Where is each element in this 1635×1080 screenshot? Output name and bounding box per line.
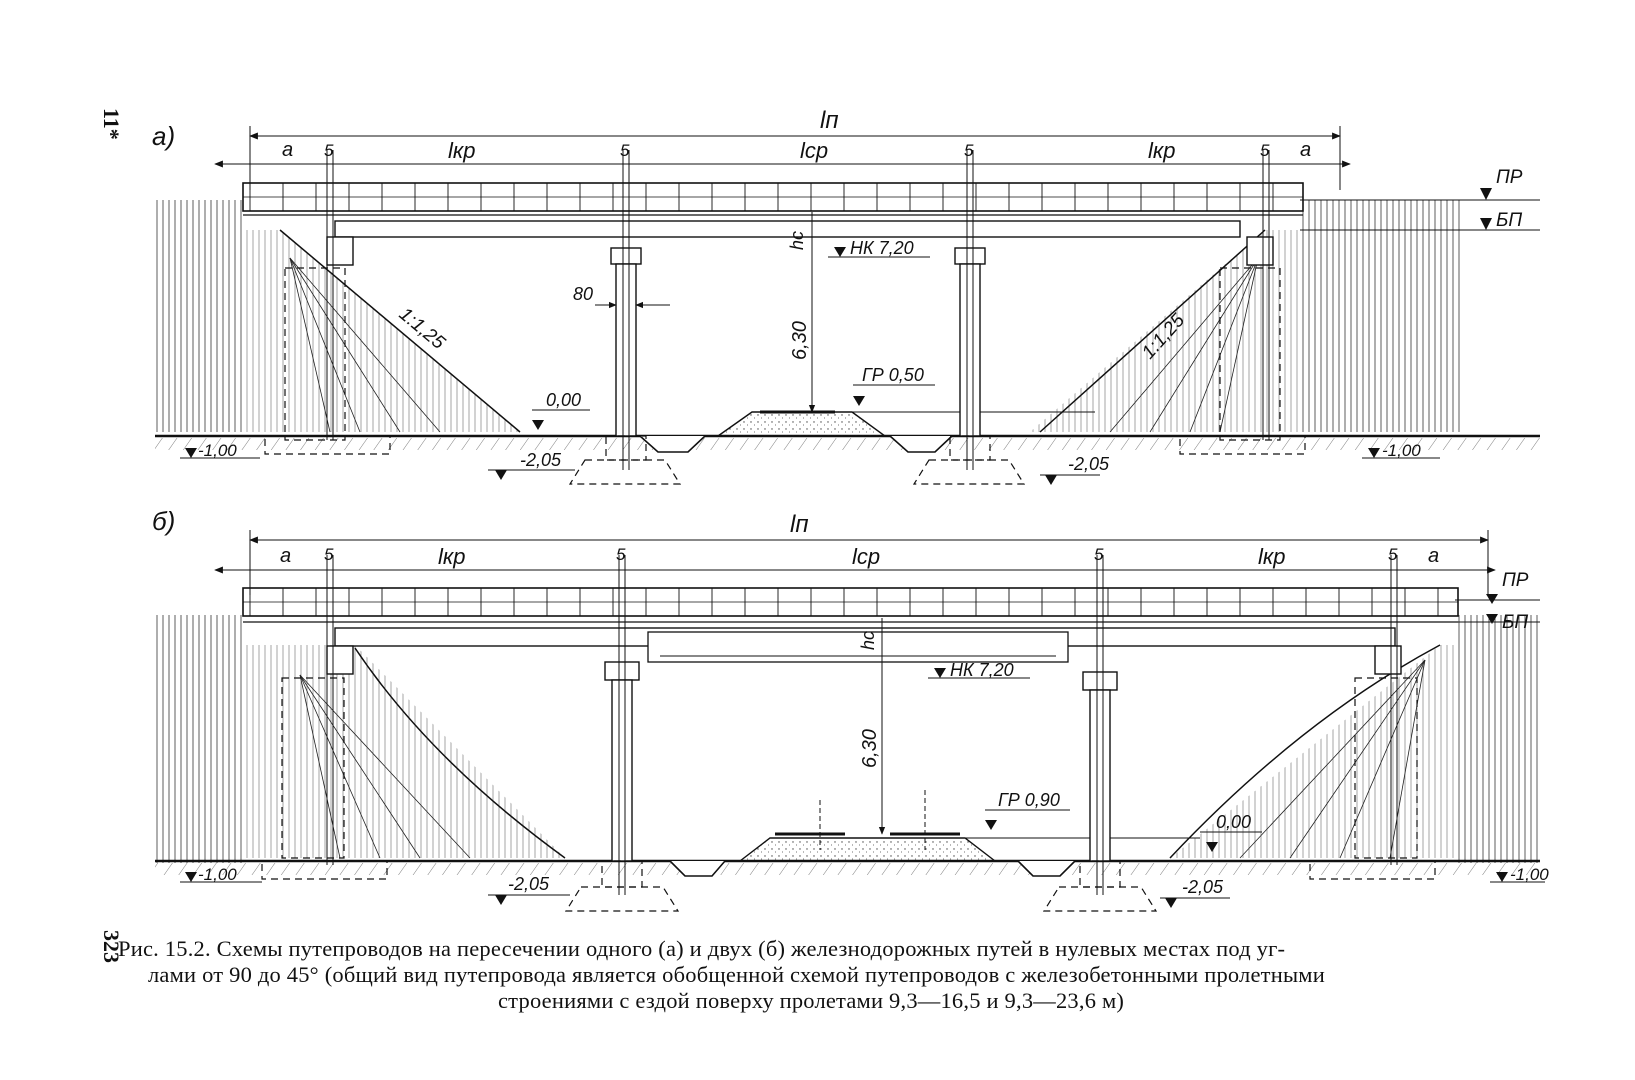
caption-line-3: строениями с ездой поверху пролетами 9,3… (498, 988, 1125, 1013)
joint-a-4: 5 (1260, 141, 1270, 160)
cone-left (243, 230, 520, 432)
nk-mark-a: НК 7,20 (850, 238, 914, 258)
mid-span-a: lср (800, 138, 828, 163)
cone-right (1030, 230, 1302, 432)
end-gap-b-right: а (1428, 545, 1439, 567)
joint-b-1: 5 (324, 545, 334, 564)
embankment-right-b (1455, 615, 1540, 863)
embankment-left (155, 200, 243, 432)
bp-level-a: БП (1496, 210, 1522, 231)
end-span-a-left: lкр (448, 138, 476, 163)
end-gap-a-right: а (1300, 139, 1311, 161)
hc-a: hc (787, 231, 807, 250)
joint-b-3: 5 (1094, 545, 1104, 564)
hc-b: hc (858, 631, 878, 650)
end-span-b-left: lкр (438, 544, 466, 569)
bp-level-b: БП (1502, 612, 1528, 633)
clearance-a: 6,30 (789, 321, 811, 360)
total-span-b: lп (790, 511, 809, 538)
diagram-a: а) (152, 107, 1540, 485)
pr-level-b: ПР (1502, 570, 1529, 591)
joint-a-1: 5 (324, 141, 334, 160)
foundation-mark-b-right: -2,05 (1182, 877, 1224, 897)
end-span-a-right: lкр (1148, 138, 1176, 163)
end-gap-b-left: а (280, 545, 291, 567)
gr-mark-b: ГР 0,90 (998, 790, 1060, 810)
ground-mark-b: 0,00 (1216, 812, 1251, 832)
caption-line-2: лами от 90 до 45° (общий вид путепровода… (148, 962, 1325, 987)
mid-span-b: lср (852, 544, 880, 569)
joint-b-4: 5 (1388, 545, 1398, 564)
panel-label-b: б) (152, 506, 175, 536)
pier-width-a: 80 (573, 284, 593, 304)
joint-b-2: 5 (616, 545, 626, 564)
panel-label-a: а) (152, 121, 175, 151)
embankment-left-b (155, 615, 243, 863)
embankment-right (1302, 200, 1460, 432)
foundation-mark-a-right: -2,05 (1068, 454, 1110, 474)
total-span-a: lп (820, 107, 839, 134)
foundation-mark-b-left: -2,05 (508, 874, 550, 894)
clearance-b: 6,30 (859, 729, 881, 768)
diagram-b: б) (152, 506, 1549, 912)
end-span-b-right: lкр (1258, 544, 1286, 569)
abutment-mark-a-left: -1,00 (198, 441, 237, 460)
figure-caption: Рис. 15.2. Схемы путепроводов на пересеч… (118, 936, 1558, 1014)
pr-level-a: ПР (1496, 167, 1523, 188)
abutment-mark-b-left: -1,00 (198, 865, 237, 884)
ground-mark-a: 0,00 (546, 390, 581, 410)
end-gap-a-left: а (282, 139, 293, 161)
joint-a-2: 5 (620, 141, 630, 160)
caption-line-1: Рис. 15.2. Схемы путепроводов на пересеч… (118, 936, 1286, 961)
abutment-mark-a-right: -1,00 (1382, 441, 1421, 460)
abutment-mark-b-right: -1,00 (1510, 865, 1549, 884)
gr-mark-a: ГР 0,50 (862, 365, 924, 385)
foundation-mark-a-left: -2,05 (520, 450, 562, 470)
joint-a-3: 5 (964, 141, 974, 160)
nk-mark-b: НК 7,20 (950, 660, 1014, 680)
